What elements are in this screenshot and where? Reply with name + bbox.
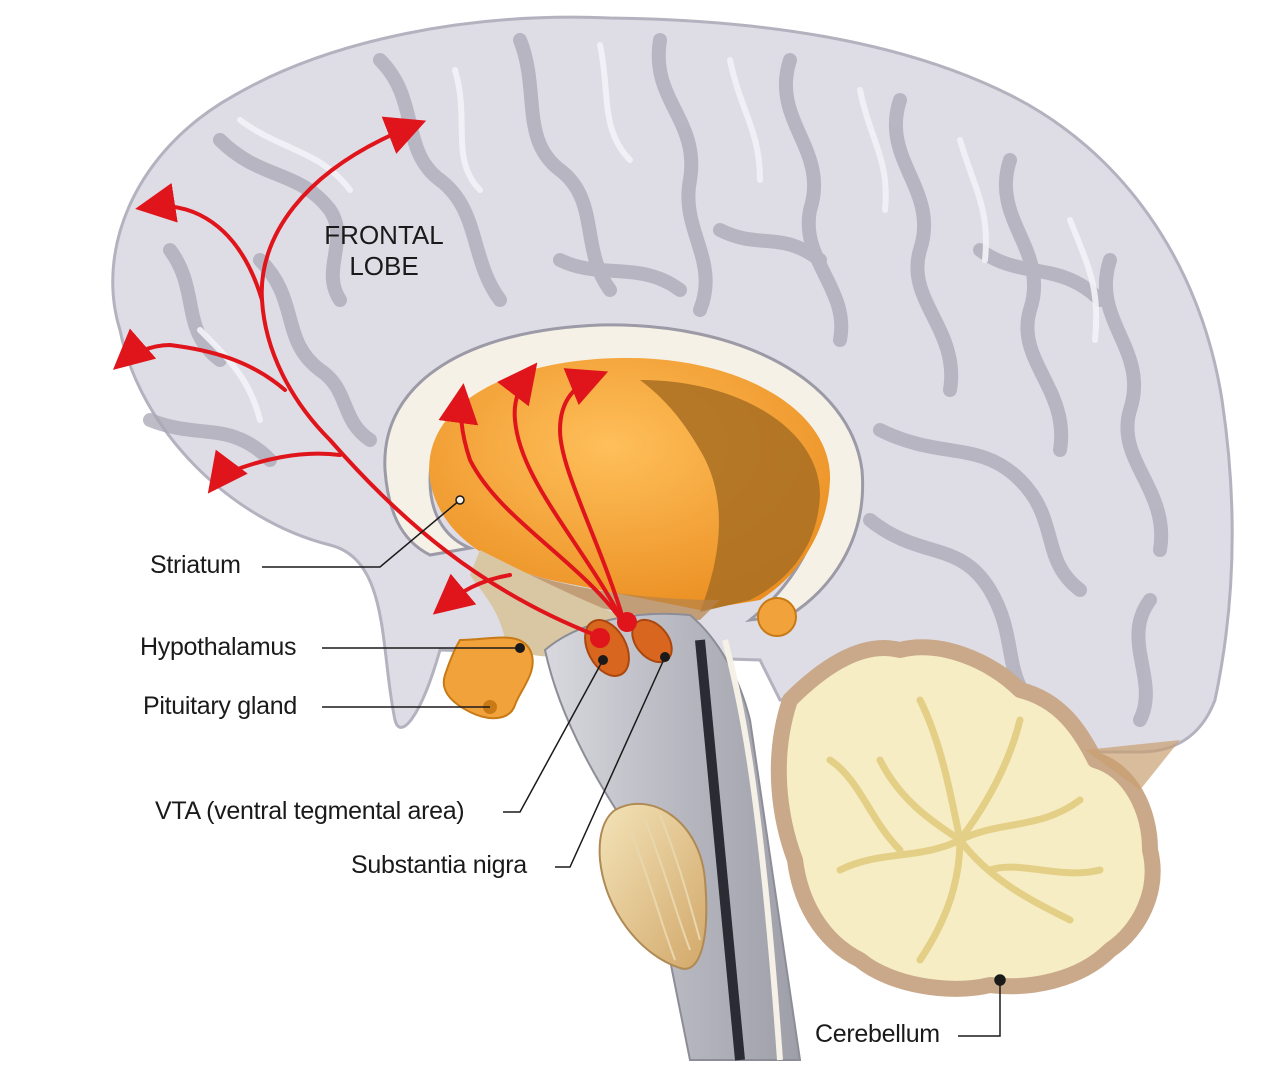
hypothalamus-label: Hypothalamus	[140, 633, 296, 662]
substantia-nigra-label: Substantia nigra	[351, 851, 527, 880]
frontal-lobe-line1: FRONTAL	[314, 220, 454, 251]
cerebellum-label: Cerebellum	[815, 1020, 940, 1049]
frontal-lobe-label: FRONTAL LOBE	[314, 220, 454, 282]
striatum-label: Striatum	[150, 551, 241, 580]
pituitary-label: Pituitary gland	[143, 692, 297, 721]
vta-label: VTA (ventral tegmental area)	[155, 797, 464, 826]
frontal-lobe-line2: LOBE	[314, 251, 454, 282]
